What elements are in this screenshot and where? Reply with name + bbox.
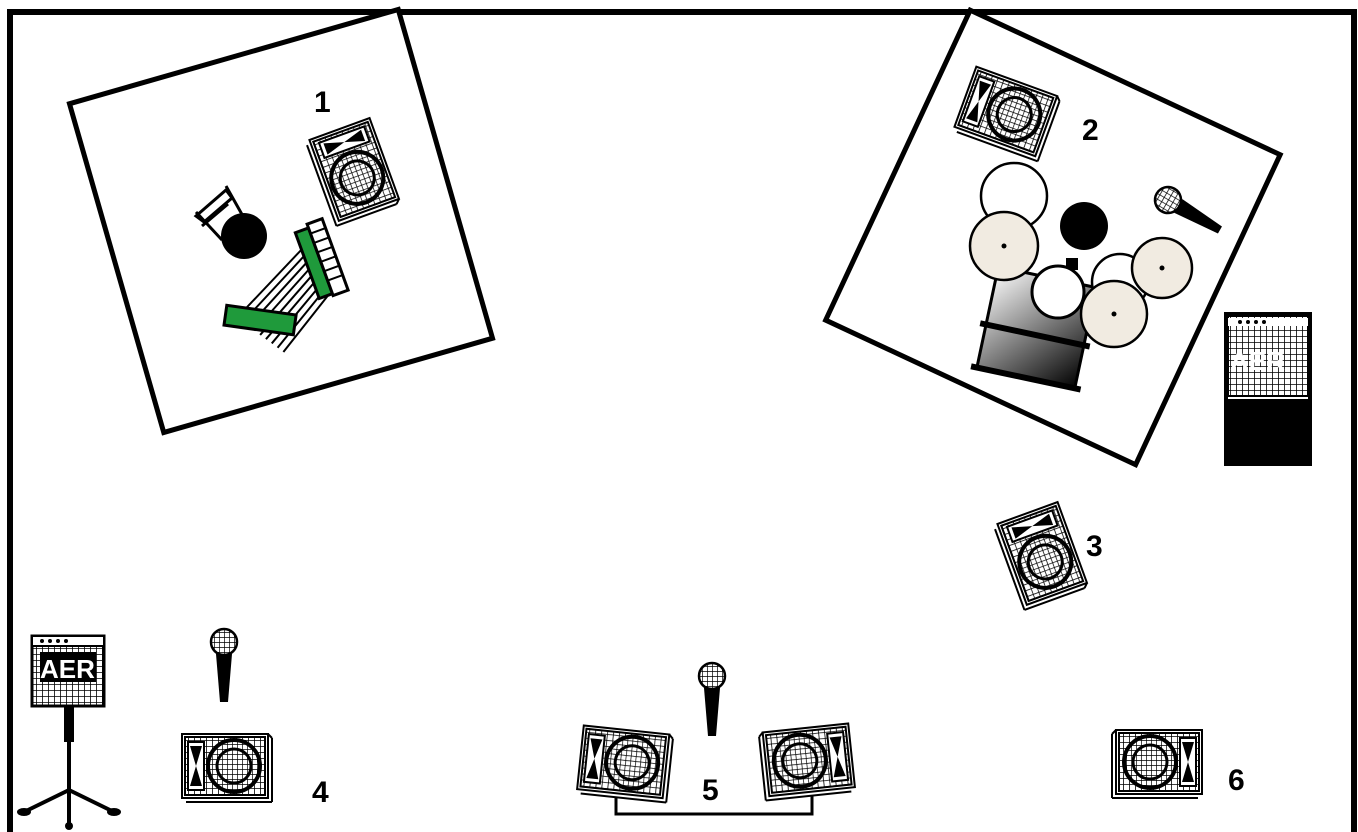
wedge-link — [614, 796, 814, 816]
microphone-icon — [209, 627, 239, 704]
monitor-wedge-icon — [991, 500, 1091, 612]
label-5: 5 — [702, 774, 719, 807]
monitor-wedge-icon — [1110, 728, 1204, 800]
amp-label-right: AER — [1230, 346, 1285, 376]
label-3: 3 — [1086, 530, 1103, 563]
riser-2 — [822, 6, 1284, 468]
amp-label-left: AER — [40, 654, 95, 684]
stage-outline — [7, 9, 1357, 832]
monitor-wedge-icon — [180, 732, 274, 804]
mic-stand-icon — [17, 706, 121, 830]
monitor-wedge-icon — [574, 723, 676, 805]
label-2: 2 — [1082, 114, 1099, 147]
label-1: 1 — [314, 86, 331, 119]
drum-kit-icon — [968, 161, 1194, 393]
label-6: 6 — [1228, 764, 1245, 797]
riser-1 — [66, 6, 496, 436]
amplifier-icon: AER — [30, 634, 106, 708]
accordion-icon — [222, 216, 351, 353]
chair-icon — [193, 185, 267, 259]
label-4: 4 — [312, 776, 329, 809]
amplifier-icon: AER — [1224, 312, 1312, 466]
monitor-wedge-icon — [756, 721, 858, 803]
microphone-icon — [697, 661, 727, 738]
